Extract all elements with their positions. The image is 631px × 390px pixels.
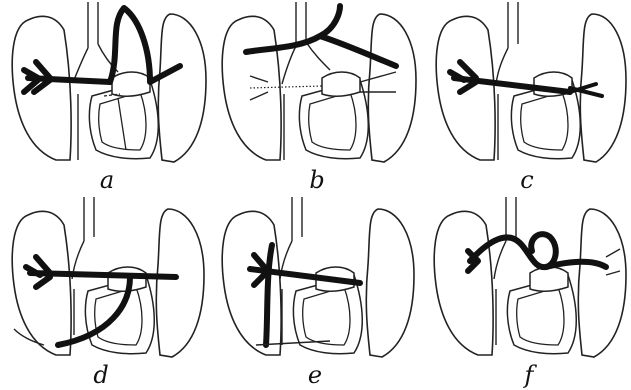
panel-d-diagram xyxy=(0,195,210,365)
panel-b-diagram xyxy=(210,0,420,170)
left-lung xyxy=(368,14,416,162)
panel-a: a xyxy=(0,0,210,195)
panel-f: f xyxy=(420,195,630,390)
heart xyxy=(507,267,576,354)
panel-a-diagram xyxy=(0,0,210,170)
anomalous-vein xyxy=(450,62,602,96)
panel-c-diagram xyxy=(420,0,630,170)
panel-a-label: a xyxy=(2,168,212,192)
panel-f-label: f xyxy=(424,363,631,387)
panel-d-label: d xyxy=(0,363,206,387)
left-lung xyxy=(156,209,204,357)
panel-e: e xyxy=(210,195,420,390)
panel-d: d xyxy=(0,195,210,390)
heart xyxy=(299,72,368,159)
panel-e-label: e xyxy=(210,363,420,387)
panel-b: b xyxy=(210,0,420,195)
anomalous-vein xyxy=(246,6,396,66)
right-lung xyxy=(434,211,493,355)
panel-c: c xyxy=(420,0,630,195)
left-lung xyxy=(578,209,626,357)
left-lung xyxy=(366,209,414,357)
panel-f-diagram xyxy=(420,195,630,365)
left-lung xyxy=(158,14,206,162)
right-lung xyxy=(222,16,281,160)
panel-e-diagram xyxy=(210,195,420,365)
panel-c-label: c xyxy=(422,168,631,192)
heart xyxy=(89,72,158,159)
panel-b-label: b xyxy=(212,168,422,192)
